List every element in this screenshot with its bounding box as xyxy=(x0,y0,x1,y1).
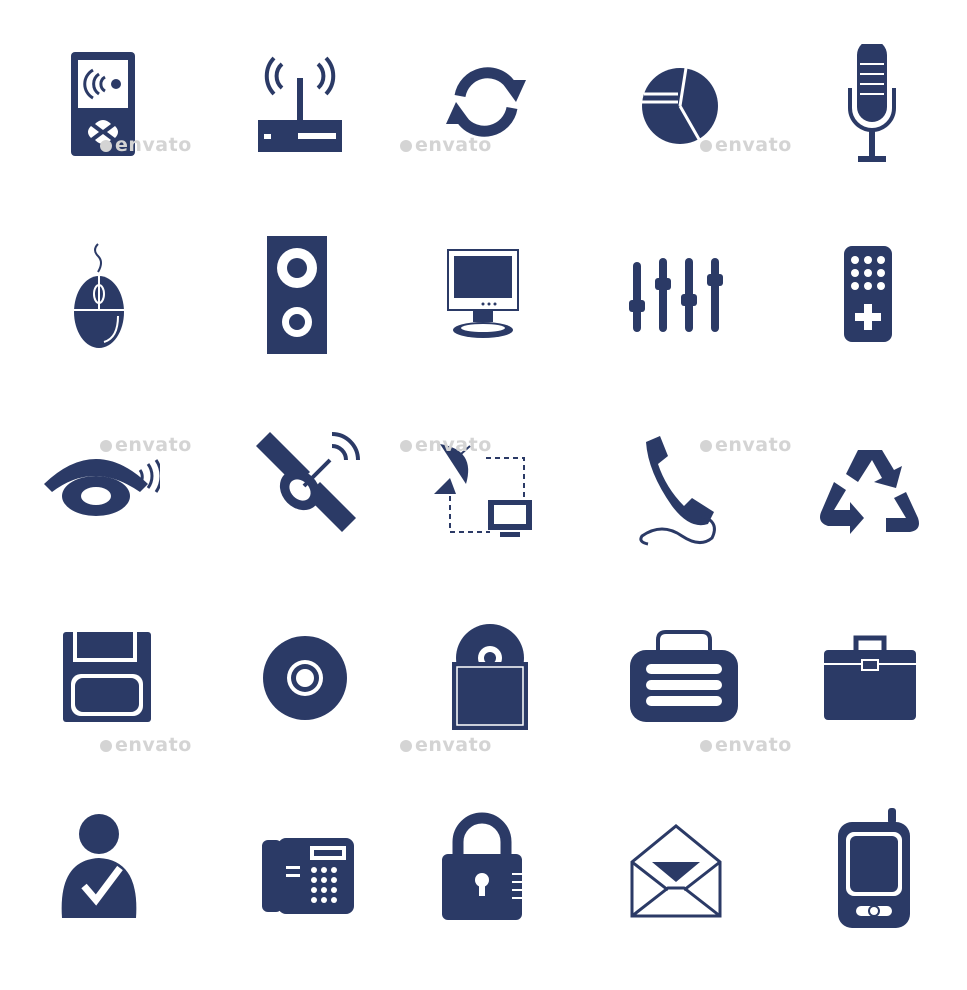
padlock-icon xyxy=(422,810,542,930)
cd-case-icon xyxy=(430,618,550,738)
envato-watermark: envato xyxy=(100,434,192,456)
envato-watermark: envato xyxy=(400,734,492,756)
briefcase-icon xyxy=(810,620,930,740)
ringing-telephone-icon xyxy=(40,424,160,544)
satellite-icon xyxy=(246,426,366,546)
monitor-icon xyxy=(423,236,543,356)
microphone-icon xyxy=(812,44,932,164)
floppy-disk-icon xyxy=(47,618,167,738)
open-envelope-icon xyxy=(616,816,736,936)
equalizer-icon xyxy=(620,234,740,354)
cd-disc-icon xyxy=(244,618,364,738)
envato-watermark: envato xyxy=(400,134,492,156)
speaker-icon xyxy=(237,234,357,354)
mobile-phone-icon xyxy=(814,808,934,928)
remote-control-icon xyxy=(808,234,928,354)
satellite-dish-network-icon xyxy=(426,430,546,550)
envato-watermark: envato xyxy=(100,734,192,756)
refresh-icon xyxy=(426,42,546,162)
luggage-bag-icon xyxy=(624,620,744,740)
envato-watermark: envato xyxy=(700,434,792,456)
envato-watermark: envato xyxy=(700,134,792,156)
office-phone-icon xyxy=(242,814,362,934)
phone-handset-icon xyxy=(618,432,738,552)
wifi-router-icon xyxy=(240,44,360,164)
user-check-icon xyxy=(40,810,160,930)
envato-watermark: envato xyxy=(700,734,792,756)
envato-watermark: envato xyxy=(400,434,492,456)
recycle-icon xyxy=(810,426,930,546)
pie-chart-icon xyxy=(620,46,740,166)
computer-mouse-icon xyxy=(40,236,160,356)
envato-watermark: envato xyxy=(100,134,192,156)
